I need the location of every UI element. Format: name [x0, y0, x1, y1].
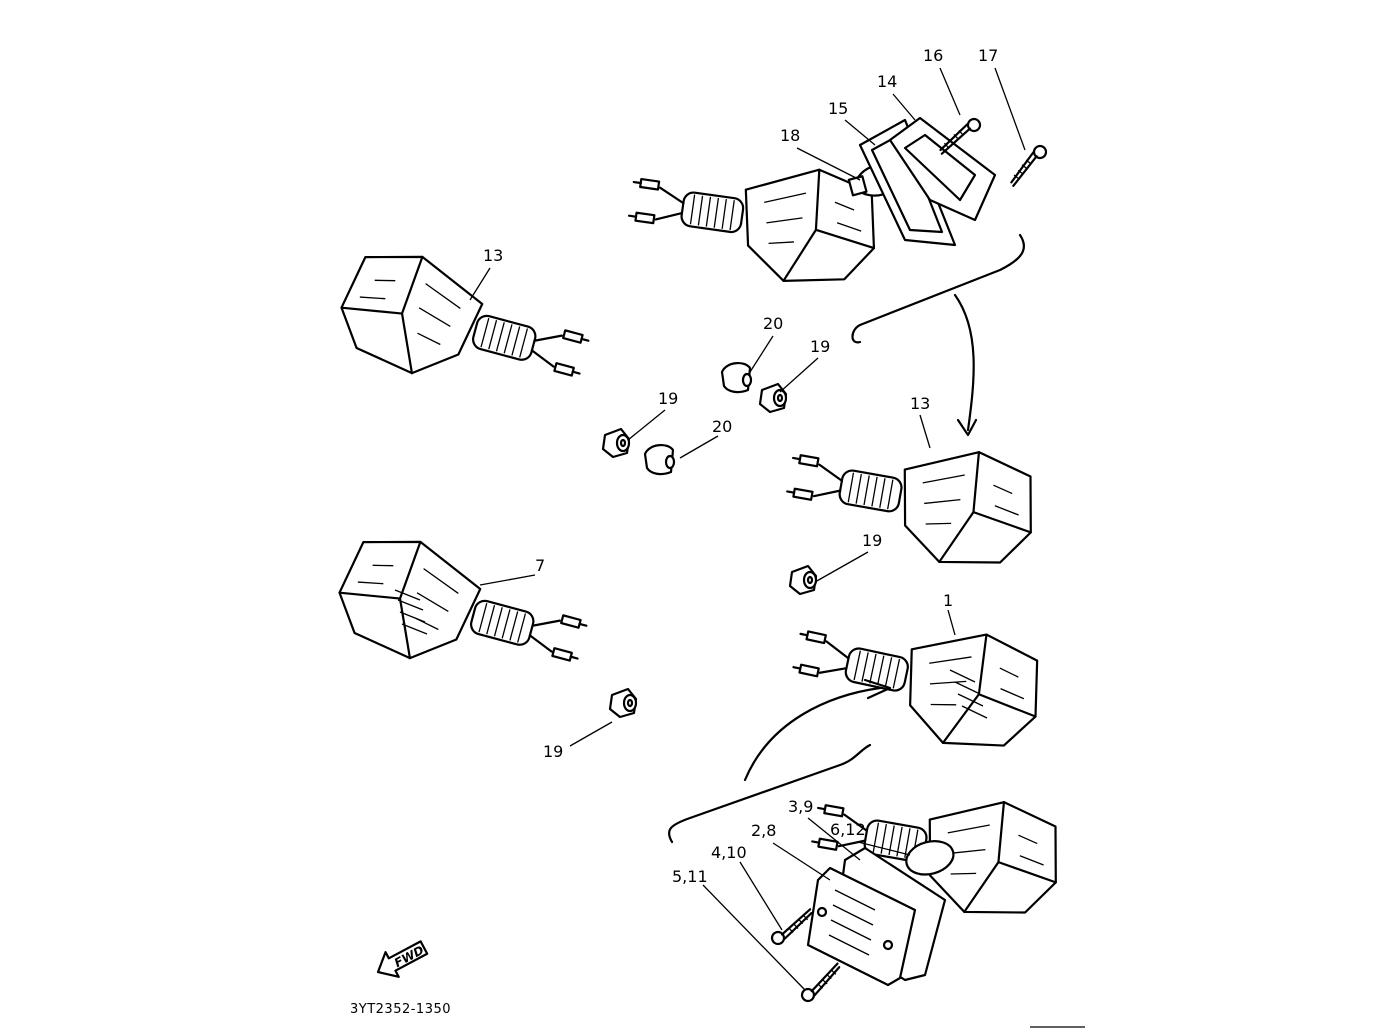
left-front-turn-signal	[328, 525, 638, 719]
label-part-19-front-left: 19	[543, 742, 563, 761]
label-part-19-left: 19	[658, 389, 678, 408]
right-rear-turn-signal	[720, 361, 1045, 578]
label-part-17: 17	[978, 46, 998, 65]
label-part-14: 14	[877, 72, 897, 91]
label-part-6-12: 6,12	[830, 820, 866, 839]
label-part-3-9: 3,9	[788, 797, 813, 816]
label-part-7: 7	[535, 556, 545, 575]
left-rear-turn-signal	[330, 240, 676, 476]
bulb-6-12	[905, 840, 955, 876]
label-part-20-left: 20	[712, 417, 732, 436]
diagram-code: 3YT2352-1350	[350, 1002, 451, 1017]
label-part-18: 18	[780, 126, 800, 145]
label-part-16: 16	[923, 46, 943, 65]
label-part-19-right: 19	[810, 337, 830, 356]
label-part-1: 1	[943, 591, 953, 610]
lens-2-8	[806, 866, 917, 987]
bottom-front-turn-signal-exploded	[667, 743, 1070, 1005]
label-part-2-8: 2,8	[751, 821, 776, 840]
label-part-15: 15	[828, 99, 848, 118]
label-part-13-right: 13	[910, 394, 930, 413]
label-part-19-front-right: 19	[862, 531, 882, 550]
label-part-13-left: 13	[483, 246, 503, 265]
right-front-turn-signal	[743, 564, 1052, 782]
forward-arrow-icon: FWD	[376, 940, 429, 978]
label-part-5-11: 5,11	[672, 867, 708, 886]
label-part-20-right: 20	[763, 314, 783, 333]
top-rear-turn-signal	[621, 116, 1055, 437]
lens-14	[888, 116, 997, 222]
label-part-4-10: 4,10	[711, 843, 747, 862]
leader-lines	[469, 67, 1085, 1028]
